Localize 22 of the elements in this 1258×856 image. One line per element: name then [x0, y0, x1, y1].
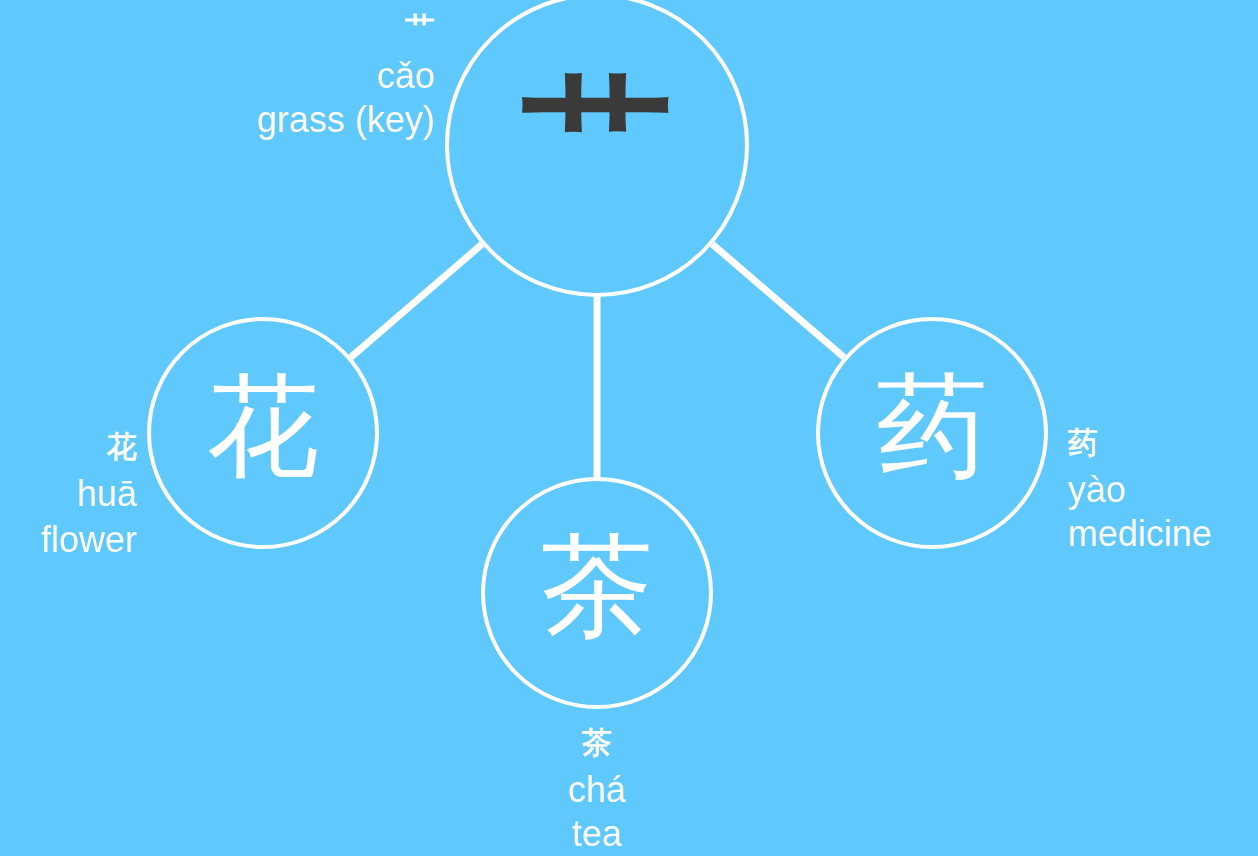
character-label: 花 — [107, 432, 137, 462]
character-label: 药 — [1068, 428, 1098, 458]
circle-node — [147, 317, 379, 549]
character: 药 — [875, 371, 989, 484]
circle-node — [481, 477, 713, 709]
pinyin-label: chá — [567, 772, 626, 808]
pinyin-label: cǎo — [376, 58, 435, 94]
pinyin-label: huā — [76, 476, 137, 512]
meaning-label: grass (key) — [256, 102, 435, 138]
circle-node — [445, 0, 749, 297]
character: 茶 — [540, 531, 654, 644]
character-label: 茶 — [582, 728, 612, 758]
connector-line — [348, 241, 485, 360]
connector-line — [709, 241, 847, 361]
circle-node — [816, 317, 1048, 549]
character: 艹 — [521, 62, 673, 213]
meaning-label: medicine — [1068, 516, 1213, 552]
meaning-label: flower — [40, 522, 137, 558]
pinyin-label: yào — [1068, 472, 1127, 508]
character-label: 艹 — [405, 12, 435, 42]
character: 花 — [206, 371, 320, 484]
meaning-label: tea — [571, 816, 622, 852]
